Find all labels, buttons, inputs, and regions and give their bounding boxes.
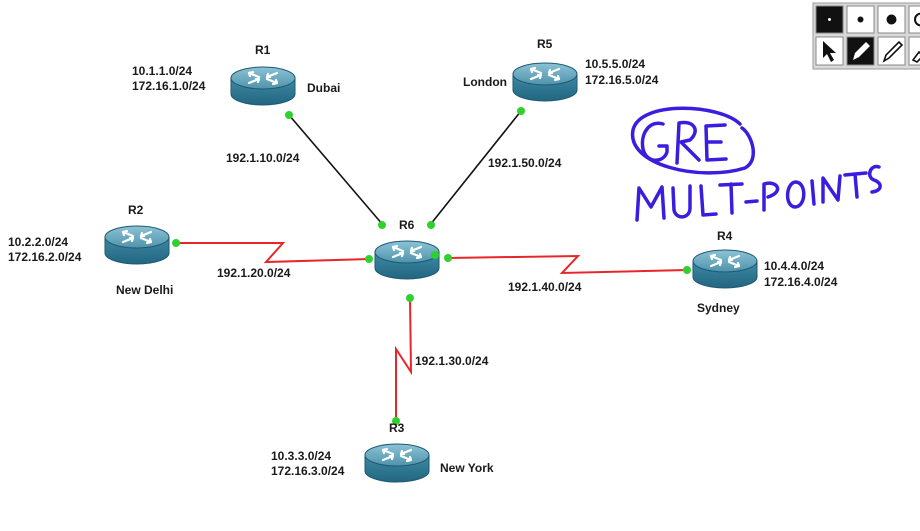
router-r4-net-2: 172.16.4.0/24: [764, 275, 838, 289]
port-r6-r3: [406, 294, 414, 302]
link-r1-r6: [288, 114, 384, 226]
port-r6-r5: [427, 221, 435, 229]
link-r6-r4: [447, 254, 688, 275]
router-r3-net-1: 10.3.3.0/24: [271, 449, 332, 463]
router-r2-name: R2: [128, 203, 144, 217]
router-r5-city: London: [463, 75, 507, 89]
small-dot-icon: [828, 18, 831, 21]
link-r2-r6: [176, 242, 371, 264]
router-r1-city: Dubai: [307, 81, 341, 95]
port-r3: [392, 417, 400, 425]
pen-icon: [853, 42, 870, 60]
router-r5-net-1: 10.5.5.0/24: [585, 57, 646, 71]
port-r6-r4: [444, 254, 452, 262]
port-r4: [683, 266, 691, 274]
link-r1-r6-label: 192.1.10.0/24: [226, 151, 300, 165]
router-r1-net-2: 172.16.1.0/24: [132, 79, 206, 93]
router-r1-net-1: 10.1.1.0/24: [132, 64, 193, 78]
link-r5-r6: [429, 110, 522, 226]
router-r5-net-2: 172.16.5.0/24: [585, 73, 659, 87]
router-r3-net-2: 172.16.3.0/24: [271, 464, 345, 478]
router-r2-city: New Delhi: [116, 283, 174, 297]
pencil-icon: [882, 40, 904, 63]
router-r6-icon[interactable]: [373, 239, 441, 281]
router-r4-icon[interactable]: [691, 248, 759, 290]
port-r6-r3-a: [431, 251, 439, 259]
link-r4-r6-label: 192.1.40.0/24: [508, 280, 582, 294]
router-r4-name: R4: [717, 229, 733, 243]
port-r1: [285, 111, 293, 119]
eraser-tool[interactable]: [908, 36, 920, 66]
port-indicators: [172, 107, 691, 425]
router-r2-net-1: 10.2.2.0/24: [8, 235, 69, 249]
gre-annotation: [631, 106, 882, 222]
pencil-tool[interactable]: [877, 36, 906, 66]
router-r3-city: New York: [440, 461, 494, 475]
link-r6-r3: [395, 297, 413, 420]
port-r6-r1: [378, 221, 386, 229]
port-r5: [517, 107, 525, 115]
link-r2-r6-label: 192.1.20.0/24: [217, 266, 291, 280]
port-r6-r2: [365, 255, 373, 263]
eraser-icon: [911, 50, 920, 63]
router-r2-icon[interactable]: [103, 224, 171, 266]
large-dot-icon: [886, 14, 897, 25]
link-r3-r6-label: 192.1.30.0/24: [415, 354, 489, 368]
port-r2: [172, 239, 180, 247]
router-r5-name: R5: [537, 37, 553, 51]
router-r4-net-1: 10.4.4.0/24: [764, 259, 825, 273]
pointer-icon: [823, 41, 836, 62]
circle-icon: [914, 12, 920, 27]
router-r1-name: R1: [255, 43, 271, 57]
router-r1-icon[interactable]: [229, 65, 297, 107]
router-r3-name: R3: [389, 421, 405, 435]
router-r5-icon[interactable]: [511, 61, 579, 103]
link-r5-r6-label: 192.1.50.0/24: [488, 156, 562, 170]
router-r6-name: R6: [399, 218, 415, 232]
router-r4-city: Sydney: [697, 301, 740, 315]
router-r3-icon[interactable]: [363, 442, 431, 484]
medium-dot-icon: [857, 16, 864, 23]
router-r2-net-2: 172.16.2.0/24: [8, 250, 82, 264]
